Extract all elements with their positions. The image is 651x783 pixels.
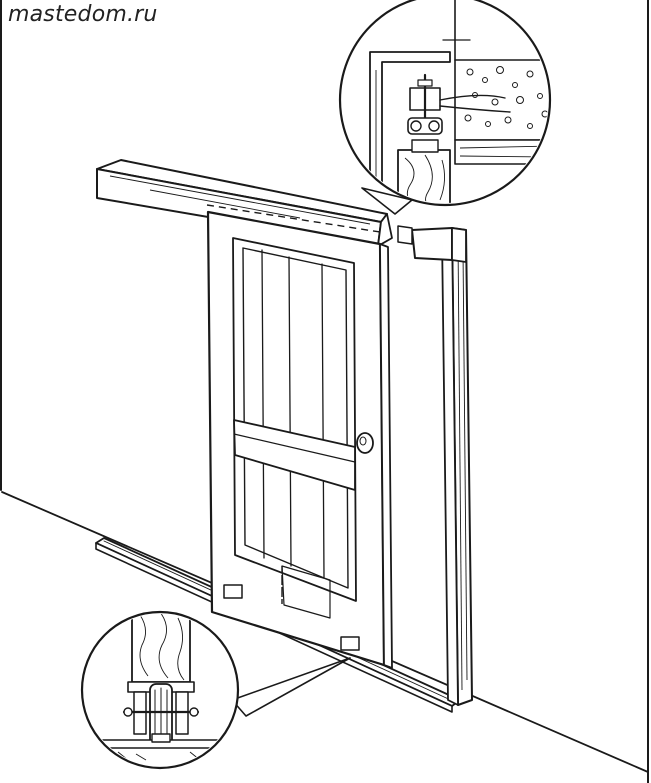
door-slab [206,210,393,669]
door-knob [356,432,374,454]
bottom-roller-detail [80,610,351,770]
header-block [397,225,467,263]
watermark: mastedom.ru [8,2,158,27]
masonry-texture [464,66,548,129]
top-track-detail [338,0,552,215]
door-jamb [441,227,473,706]
top-track-beam [96,159,393,247]
